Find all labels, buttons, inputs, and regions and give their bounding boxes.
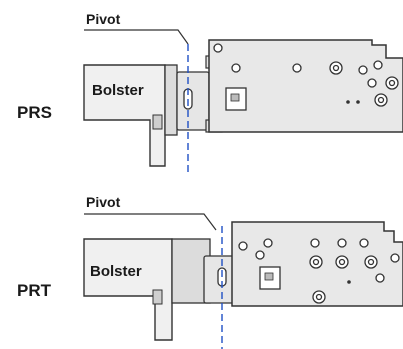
prs-lock-window-inner — [230, 93, 240, 102]
prs-small-dot-2 — [356, 100, 360, 104]
prs-pivot-leader — [84, 29, 189, 45]
prs-main-plate — [208, 39, 403, 133]
prt-side-label: PRT — [17, 281, 52, 300]
prt-bolster-bolt — [152, 289, 163, 305]
prs-flange-inner — [176, 71, 210, 131]
prt-lock-window-inner — [264, 272, 274, 281]
prs-diagram: Pivot Bolster PRS — [17, 11, 403, 172]
prs-bolster-bolt — [152, 114, 163, 130]
prt-pivot-leader — [84, 213, 217, 231]
prt-bolster-label: Bolster — [90, 263, 142, 280]
prt-pivot-label: Pivot — [86, 194, 121, 210]
prt-small-dot — [347, 280, 351, 284]
prs-side-label: PRS — [17, 103, 52, 122]
prt-diagram: Pivot Bolster PRT — [17, 194, 403, 349]
prs-flange-outer — [164, 64, 178, 136]
prs-holes — [213, 43, 399, 107]
prs-pivot-label: Pivot — [86, 11, 121, 27]
prt-holes — [238, 238, 400, 304]
prs-small-dot — [346, 100, 350, 104]
prs-bolster-label: Bolster — [92, 82, 144, 99]
